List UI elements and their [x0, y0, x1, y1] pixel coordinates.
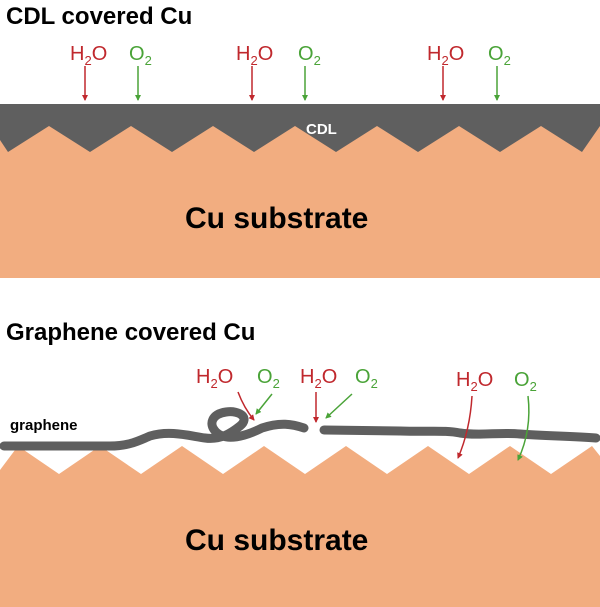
- graphene-label: graphene: [10, 417, 78, 434]
- water-label: H2O: [70, 43, 107, 68]
- cdl-panel-title: CDL covered Cu: [6, 3, 192, 30]
- oxygen-label: O2: [488, 43, 511, 68]
- oxygen-label: O2: [298, 43, 321, 68]
- water-label: H2O: [456, 369, 493, 394]
- water-label: H2O: [236, 43, 273, 68]
- water-arrow: [237, 391, 255, 421]
- graphene-panel: Graphene covered Cu Cu substrate graphen…: [0, 319, 600, 607]
- water-label: H2O: [427, 43, 464, 68]
- cu-substrate-label-top: Cu substrate: [185, 202, 368, 235]
- graphene-sheet: [319, 425, 600, 443]
- water-arrow: [457, 395, 473, 459]
- cu-substrate-label-bottom: Cu substrate: [185, 524, 368, 557]
- oxygen-arrow: [517, 395, 530, 461]
- graphene-panel-title: Graphene covered Cu: [6, 319, 255, 346]
- cdl-layer: [0, 104, 600, 152]
- oxygen-arrow: [255, 393, 273, 415]
- oxygen-arrow: [325, 393, 353, 419]
- water-label: H2O: [300, 366, 337, 391]
- cdl-label: CDL: [306, 121, 337, 138]
- oxygen-label: O2: [129, 43, 152, 68]
- cu-substrate-bottom: [0, 446, 600, 607]
- graphene-sheet: [0, 407, 309, 451]
- water-label: H2O: [196, 366, 233, 391]
- oxygen-label: O2: [257, 366, 280, 391]
- cdl-panel: CDL covered Cu CDL Cu substrate H2O O2 H…: [0, 3, 600, 278]
- oxygen-label: O2: [355, 366, 378, 391]
- oxygen-label: O2: [514, 369, 537, 394]
